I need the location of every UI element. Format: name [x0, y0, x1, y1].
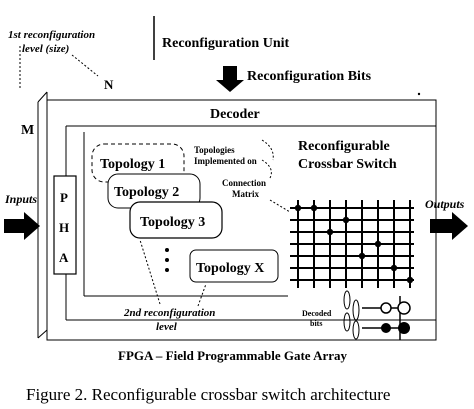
first-level-sublabel: level (size): [22, 43, 69, 55]
topology-x-box: [189, 249, 279, 283]
crossbar-title-line1: Reconfigurable: [298, 139, 390, 154]
second-level-label: 2nd reconfiguration: [123, 307, 215, 319]
topologies-brace: [261, 139, 291, 213]
frame-diagonal: [37, 91, 48, 103]
second-level-sublabel: level: [156, 321, 178, 333]
topology-1-label: Topology 1: [100, 157, 165, 172]
outputs-arrow-shaft: [430, 219, 452, 233]
topology-2-label: Topology 2: [114, 185, 179, 200]
reconfig-bits-arrow-head: [216, 80, 244, 92]
decoder-label: Decoder: [210, 107, 260, 122]
pha-block: [53, 175, 77, 275]
crossbar-title-line2: Crossbar Switch: [298, 157, 397, 172]
fpga-label: FPGA – Field Programmable Gate Array: [118, 348, 348, 363]
first-level-arrow-right: [71, 54, 99, 77]
decoded-bits-label-line2: bits: [310, 319, 322, 328]
reconfig-bits-arrow-shaft: [223, 66, 237, 80]
decoded-bits-label-line1: Decoded: [302, 309, 332, 318]
topologies-note-line1: Topologies: [194, 145, 235, 155]
second-level-arrow-a: [139, 239, 161, 305]
topology-1-box: [91, 143, 185, 183]
pha-a: A: [59, 250, 69, 265]
outputs-arrow-head: [452, 212, 468, 240]
m-label: M: [21, 123, 34, 138]
figure-caption: Figure 2. Reconfigurable crossbar switch…: [26, 385, 390, 404]
inputs-arrow-head: [24, 212, 40, 240]
topology-3-label: Topology 3: [140, 215, 205, 230]
stray-dot: [417, 92, 421, 96]
ellipsis-dot: [165, 258, 169, 262]
outputs-label: Outputs: [425, 197, 465, 211]
n-label: N: [104, 77, 114, 92]
frame-diagonal-bottom: [37, 329, 48, 339]
topology-3-box: [129, 201, 223, 239]
topologies-note-line2: Implemented on: [194, 156, 257, 166]
inputs-arrow-shaft: [4, 219, 24, 233]
inputs-label: Inputs: [4, 192, 37, 206]
connection-note-line2: Matrix: [232, 189, 259, 199]
connection-note-line1: Connection: [222, 178, 266, 188]
ellipsis-dot: [165, 248, 169, 252]
switch-element: [362, 296, 411, 340]
decoded-bits-ellipses: [343, 290, 360, 340]
pha-h: H: [59, 220, 69, 235]
pha-p: P: [60, 190, 68, 205]
topology-x-label: Topology X: [196, 261, 264, 276]
reconfig-unit-label: Reconfiguration Unit: [162, 36, 290, 51]
first-level-label: 1st reconfiguration: [8, 29, 95, 41]
reconfig-bits-label: Reconfiguration Bits: [247, 69, 372, 84]
crossbar-connections: [294, 204, 414, 284]
ellipsis-dot: [165, 268, 169, 272]
